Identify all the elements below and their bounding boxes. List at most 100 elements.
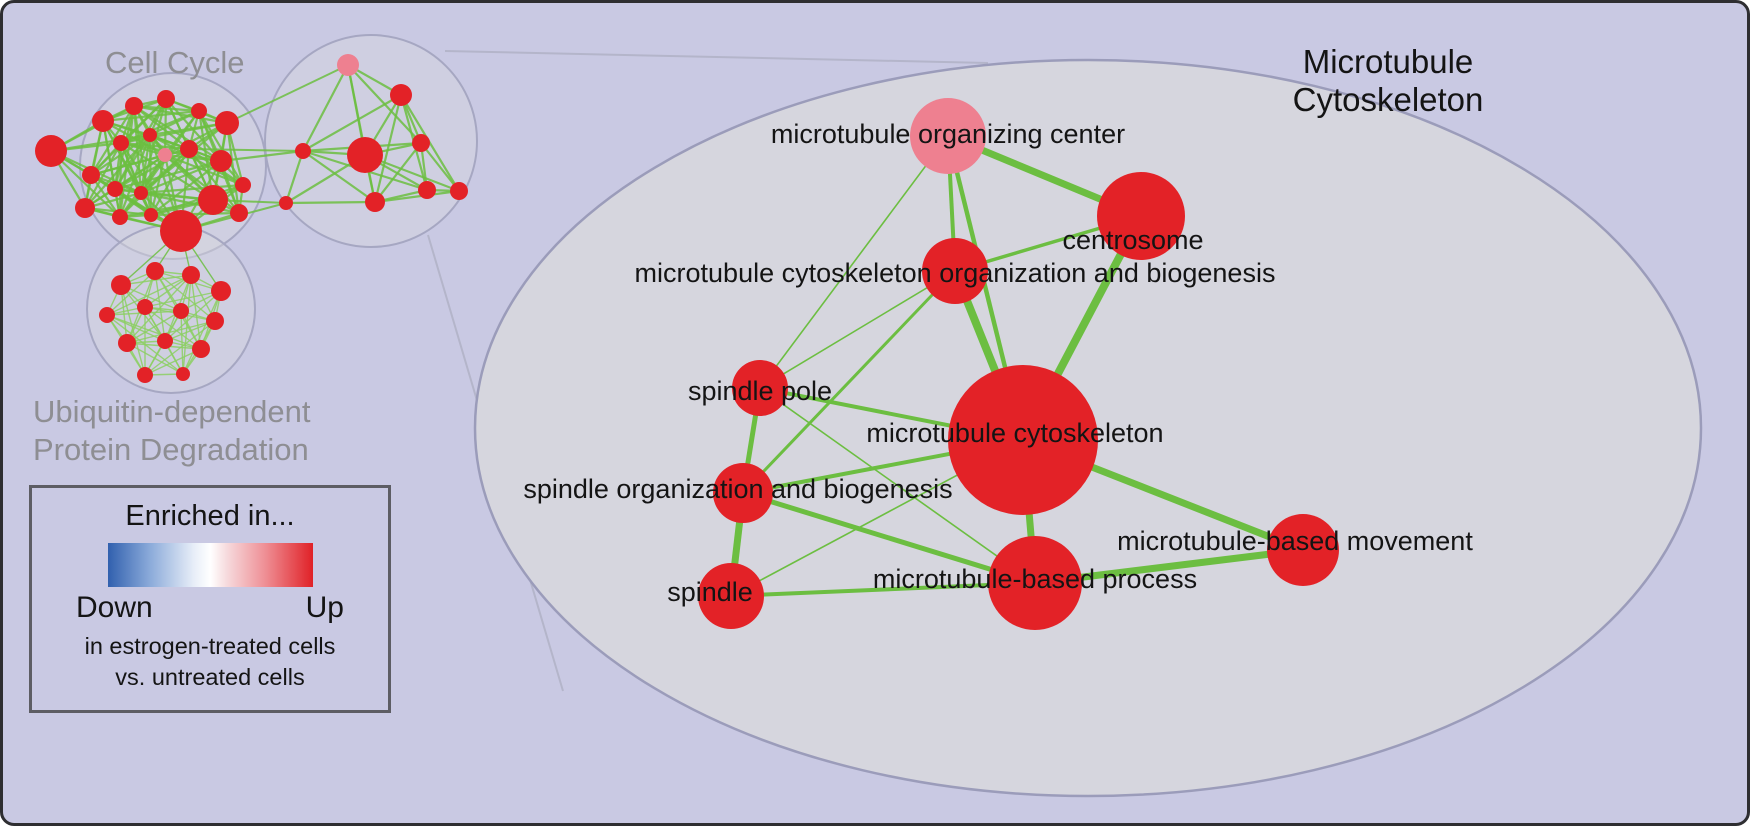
zoom-connector-line [444, 50, 989, 64]
overview-node [390, 84, 412, 106]
overview-node [176, 367, 190, 381]
overview-edge [302, 64, 349, 152]
overview-edge [114, 148, 190, 190]
edge-microtubule-organizing-center--spindle-pole [759, 135, 949, 389]
overview-node [99, 307, 115, 323]
overview-edge [90, 147, 190, 177]
overview-edge [114, 134, 151, 190]
overview-cross-edge [188, 148, 304, 152]
overview-node [182, 266, 200, 284]
overview-edge [374, 142, 422, 203]
legend-gradient-bar [107, 543, 313, 587]
node-label-spindle-organization-and-biogenesis: spindle organization and biogenesis [523, 474, 952, 504]
overview-edge [120, 284, 182, 312]
cluster-label-ubiquitin: Ubiquitin-dependent Protein Degradation [33, 393, 311, 469]
node-label-microtubule-based-process: microtubule-based process [873, 564, 1197, 594]
overview-edge [140, 159, 222, 195]
node-label-spindle: spindle [667, 577, 753, 607]
overview-edge [140, 148, 190, 194]
overview-edge [420, 142, 460, 192]
legend-axis-labels: Down Up [76, 591, 344, 625]
overview-node [144, 208, 158, 222]
cluster-label-microtubule-cytoskeleton: Microtubule Cytoskeleton [1228, 43, 1548, 119]
overview-node [192, 340, 210, 358]
node-label-centrosome: centrosome [1062, 225, 1203, 255]
ubiquitin-label-line2: Protein Degradation [33, 432, 309, 467]
edge-spindle-pole--microtubule-based-process [759, 387, 1036, 584]
overview-edge [126, 320, 216, 344]
overview-edge [302, 150, 376, 203]
overview-edge [149, 121, 228, 137]
overview-edge [149, 110, 200, 136]
edge-microtubule-based-process--spindle [730, 581, 1036, 598]
overview-node [210, 150, 232, 172]
legend-down-label: Down [76, 591, 153, 624]
overview-edge [144, 290, 222, 308]
overview-edge [140, 154, 166, 194]
node-spindle [698, 563, 764, 629]
legend-caption: in estrogen-treated cells vs. untreated … [32, 631, 388, 693]
overview-node [157, 90, 175, 108]
overview-node [111, 275, 131, 295]
edge-microtubule-cytoskeleton-organization-and-biogenesis--spindle-pole [759, 270, 956, 389]
overview-edge [144, 320, 216, 376]
overview-node [347, 137, 383, 173]
overview-node [107, 181, 123, 197]
overview-edge [154, 270, 166, 342]
overview-edge [144, 306, 202, 350]
node-label-microtubule-cytoskeleton: microtubule cytoskeleton [866, 418, 1163, 448]
overview-node [143, 128, 157, 142]
overview-node [35, 135, 67, 167]
overview-node [418, 181, 436, 199]
overview-edge [285, 200, 376, 205]
overview-edge [84, 134, 151, 209]
overview-node [113, 135, 129, 151]
overview-node [198, 185, 228, 215]
legend-caption-line1: in estrogen-treated cells [84, 633, 336, 659]
overview-node [92, 110, 114, 132]
overview-node [279, 196, 293, 210]
node-spindle-pole [732, 360, 788, 416]
overview-node [134, 186, 148, 200]
overview-edge [84, 142, 122, 209]
node-label-spindle-pole: spindle pole [688, 376, 832, 406]
node-spindle-organization-and-biogenesis [713, 463, 773, 523]
overview-node [365, 192, 385, 212]
overview-edge [150, 160, 222, 216]
overview-node [191, 103, 207, 119]
overview-node [450, 182, 468, 200]
overview-node [75, 198, 95, 218]
overview-edge [90, 134, 151, 176]
node-microtubule-based-process [988, 536, 1082, 630]
overview-edge [106, 270, 156, 316]
overview-node [173, 303, 189, 319]
overview-node [230, 204, 248, 222]
node-centrosome [1097, 172, 1185, 260]
node-label-microtubule-cytoskeleton-organization-and-biogenesis: microtubule cytoskeleton organization an… [635, 258, 1276, 288]
node-microtubule-based-movement [1267, 514, 1339, 586]
overview-edge [106, 274, 192, 316]
overview-node [211, 281, 231, 301]
overview-node [146, 262, 164, 280]
node-label-microtubule-based-movement: microtubule-based movement [1117, 526, 1473, 556]
overview-edge [144, 274, 192, 308]
legend-caption-line2: vs. untreated cells [115, 664, 305, 690]
overview-edge [284, 150, 305, 204]
overview-edge [90, 105, 135, 176]
zoom-heading-line1: Microtubule [1302, 43, 1474, 80]
overview-edge [302, 94, 402, 152]
node-microtubule-cytoskeleton-organization-and-biogenesis [922, 238, 988, 304]
overview-edge [126, 310, 182, 344]
zoom-heading-line2: Cytoskeleton [1292, 81, 1484, 118]
edge-microtubule-cytoskeleton-organization-and-biogenesis--spindle-organization-and-biogenesis [741, 269, 957, 495]
overview-node [180, 140, 198, 158]
overview-edge [140, 183, 244, 195]
node-label-microtubule-organizing-center: microtubule organizing center [771, 119, 1125, 149]
cluster-label-cell-cycle: Cell Cycle [105, 45, 245, 80]
overview-node [158, 148, 172, 162]
overview-cross-edge [226, 64, 349, 124]
overview-node [337, 54, 359, 76]
ubiquitin-label-line1: Ubiquitin-dependent [33, 394, 311, 429]
overview-node [125, 97, 143, 115]
